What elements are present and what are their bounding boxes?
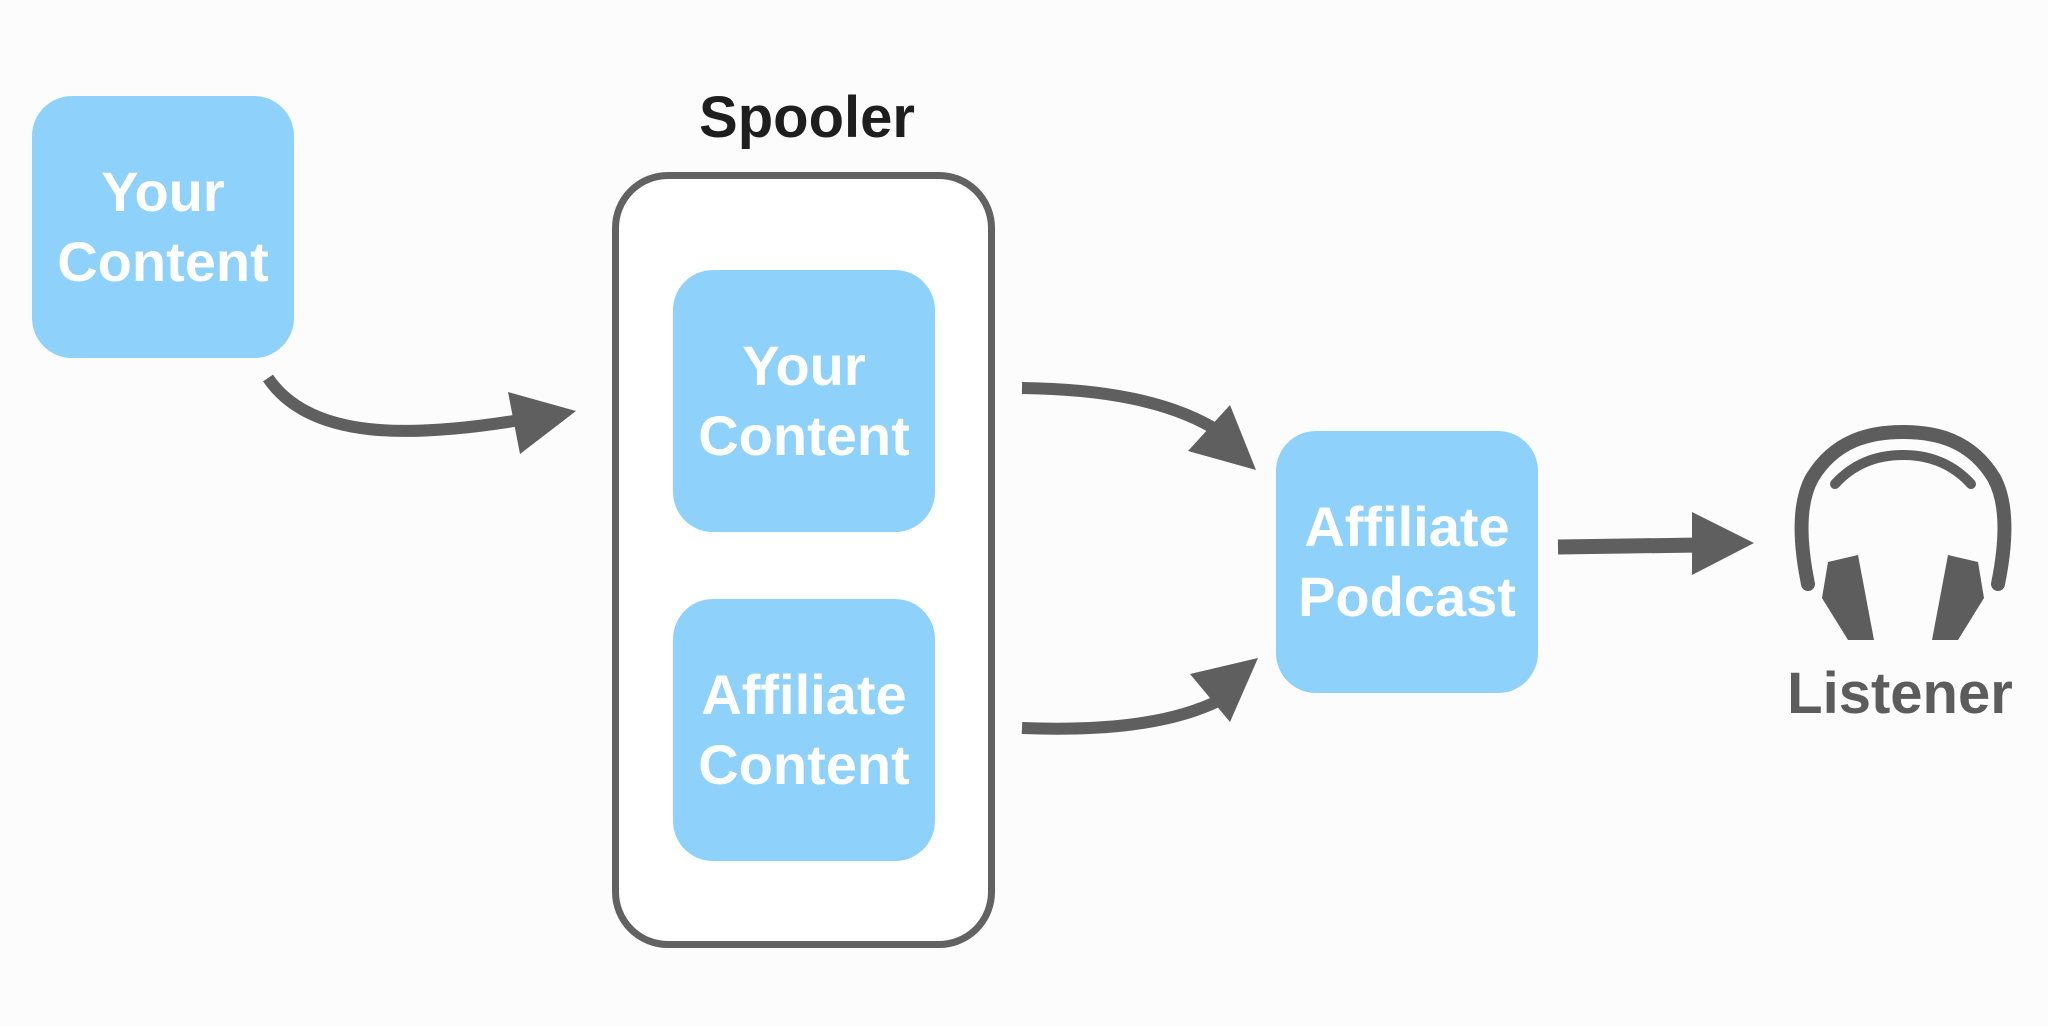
headphones-icon [1794,424,2012,640]
spooler-affiliate-content-label: Affiliate Content [698,663,910,796]
arrow-podcast-to-listener [1557,512,1754,575]
affiliate-podcast-label: Affiliate Podcast [1298,495,1516,628]
your-content-box: Your Content [32,96,294,358]
arrow-to-spooler [263,374,576,454]
spooler-affiliate-content-box: Affiliate Content [673,599,935,861]
your-content-label: Your Content [57,160,269,293]
arrow-your-content-to-podcast [1021,382,1256,470]
spooler-your-content-label: Your Content [698,334,910,467]
arrow-affiliate-content-to-podcast [1021,658,1258,735]
spooler-title: Spooler [699,85,915,150]
spooler-your-content-box: Your Content [673,270,935,532]
affiliate-podcast-box: Affiliate Podcast [1276,431,1538,693]
listener-label: Listener [1787,661,2013,726]
